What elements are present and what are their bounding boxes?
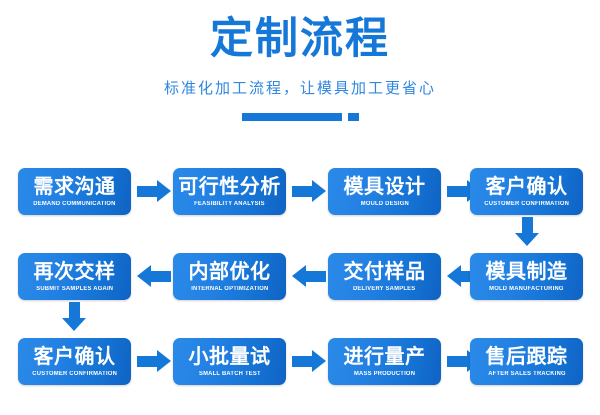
flow-node-after-sales-tracking[interactable]: 售后跟踪 AFTER SALES TRACKING: [470, 338, 583, 385]
arrow-down-icon: [515, 217, 539, 246]
arrow-right-icon: [137, 350, 171, 372]
page-title: 定制流程: [210, 14, 390, 64]
flow-node-label-en: SUBMIT SAMPLES AGAIN: [35, 285, 114, 292]
flow-node-label-en: MASS PRODUCTION: [353, 370, 416, 377]
arrow-left-icon: [292, 265, 326, 287]
flow-node-label-cn: 客户确认: [33, 343, 116, 368]
divider-square: [347, 113, 359, 121]
flow-node-label-cn: 可行性分析: [178, 173, 281, 198]
flow-node-feasibility-analysis[interactable]: 可行性分析 FEASIBILITY ANALYSIS: [173, 168, 286, 215]
flow-node-delivery-samples[interactable]: 交付样品 DELIVERY SAMPLES: [328, 253, 441, 300]
flow-node-customer-confirmation-2[interactable]: 客户确认 CUSTOMER CONFIRMATION: [18, 338, 131, 385]
flow-node-label-en: DELIVERY SAMPLES: [353, 285, 416, 292]
flow-node-label-cn: 需求沟通: [33, 173, 116, 198]
flow-node-label-cn: 模具制造: [485, 258, 568, 283]
flow-node-internal-optimization[interactable]: 内部优化 INTERNAL OPTIMIZATION: [173, 253, 286, 300]
flow-node-label-en: DEMAND COMMUNICATION: [33, 200, 116, 207]
flow-row-1: 需求沟通 DEMAND COMMUNICATION 可行性分析 FEASIBIL…: [0, 160, 600, 246]
arrow-right-icon: [292, 350, 326, 372]
flow-node-label-cn: 模具设计: [343, 173, 426, 198]
flow-node-label-en: FEASIBILITY ANALYSIS: [194, 200, 265, 207]
flow-node-label-cn: 客户确认: [485, 173, 568, 198]
flow-node-label-cn: 交付样品: [343, 258, 426, 283]
flow-node-label-cn: 内部优化: [188, 258, 271, 283]
flow-node-label-en: CUSTOMER CONFIRMATION: [484, 200, 569, 207]
flow-node-label-en: SMALL BATCH TEST: [198, 370, 261, 377]
arrow-right-icon: [292, 180, 326, 202]
flow-node-demand-communication[interactable]: 需求沟通 DEMAND COMMUNICATION: [18, 168, 131, 215]
process-flow-diagram: 需求沟通 DEMAND COMMUNICATION 可行性分析 FEASIBIL…: [0, 160, 600, 415]
flow-node-label-en: INTERNAL OPTIMIZATION: [190, 285, 269, 292]
arrow-down-icon: [62, 302, 86, 331]
arrow-left-icon: [137, 265, 171, 287]
flow-node-label-cn: 再次交样: [33, 258, 116, 283]
flow-node-label-cn: 进行量产: [343, 343, 426, 368]
flow-node-submit-samples-again[interactable]: 再次交样 SUBMIT SAMPLES AGAIN: [18, 253, 131, 300]
flow-node-label-en: CUSTOMER CONFIRMATION: [32, 370, 117, 377]
flow-node-small-batch-test[interactable]: 小批量试 SMALL BATCH TEST: [173, 338, 286, 385]
arrow-right-icon: [137, 180, 171, 202]
flow-node-label-en: MOLD MANUFACTURING: [489, 285, 564, 292]
flow-node-label-cn: 小批量试: [188, 343, 271, 368]
flow-node-mold-manufacturing[interactable]: 模具制造 MOLD MANUFACTURING: [470, 253, 583, 300]
page-subtitle: 标准化加工流程，让模具加工更省心: [163, 79, 436, 97]
divider-bar: [241, 113, 342, 121]
flow-node-mass-production[interactable]: 进行量产 MASS PRODUCTION: [328, 338, 441, 385]
flow-row-3: 客户确认 CUSTOMER CONFIRMATION 小批量试 SMALL BA…: [0, 330, 600, 415]
header: 定制流程 标准化加工流程，让模具加工更省心: [0, 0, 600, 121]
title-divider: [0, 113, 600, 121]
flow-node-customer-confirmation-1[interactable]: 客户确认 CUSTOMER CONFIRMATION: [470, 168, 583, 215]
flow-node-label-en: MOULD DESIGN: [360, 200, 409, 207]
flow-node-mould-design[interactable]: 模具设计 MOULD DESIGN: [328, 168, 441, 215]
flow-node-label-cn: 售后跟踪: [485, 343, 568, 368]
flow-row-2: 再次交样 SUBMIT SAMPLES AGAIN 内部优化 INTERNAL …: [0, 245, 600, 331]
flow-node-label-en: AFTER SALES TRACKING: [487, 370, 566, 377]
